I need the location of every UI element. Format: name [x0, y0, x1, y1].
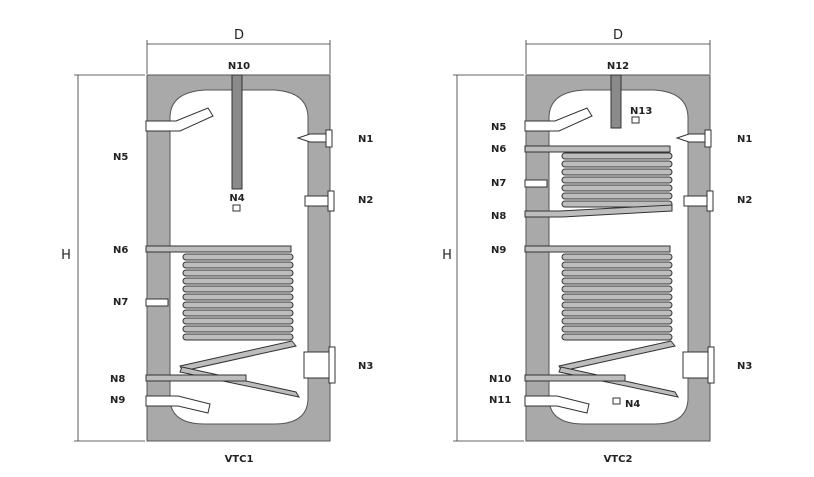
label-n9: N9 — [491, 245, 506, 256]
sensor-n13 — [631, 116, 640, 124]
pipe-n7 — [145, 298, 169, 307]
label-n2: N2 — [358, 195, 373, 206]
label-n8: N8 — [491, 211, 506, 222]
pipe-n3 — [682, 351, 710, 379]
pipe-n7 — [524, 179, 548, 188]
flange-n3 — [328, 346, 336, 384]
label-n7: N7 — [113, 297, 128, 308]
pipe-n2 — [304, 195, 330, 207]
lower-coil-outlet-n10 — [524, 374, 626, 382]
dimension-d: D — [146, 28, 331, 74]
dimension-h: H — [61, 74, 145, 442]
tank-name-vtc2: VTC2 — [604, 454, 633, 465]
label-n4: N4 — [625, 399, 640, 410]
label-n1: N1 — [358, 134, 373, 145]
sensor-n4 — [232, 204, 241, 212]
label-n11: N11 — [489, 395, 511, 406]
label-n10: N10 — [489, 374, 511, 385]
upper-coil-inlet-n6 — [524, 145, 671, 153]
sensor-n4 — [612, 397, 621, 405]
label-n3: N3 — [737, 361, 752, 372]
label-n4: N4 — [229, 193, 244, 204]
coil-inlet-n6 — [145, 245, 292, 253]
flange-n2 — [327, 190, 335, 212]
lower-coil-inlet-n9 — [524, 245, 671, 253]
label-n10: N10 — [228, 61, 250, 72]
pipe-n5 — [145, 107, 214, 132]
dimension-d: D — [525, 28, 711, 74]
pipe-n2 — [683, 195, 709, 207]
flange-n2 — [706, 190, 714, 212]
label-n5: N5 — [491, 122, 506, 133]
label-n13: N13 — [630, 106, 652, 117]
heat-coil — [179, 253, 301, 398]
upper-coil-outlet-n8 — [524, 204, 673, 218]
tank-name-vtc1: VTC1 — [225, 454, 254, 465]
pipe-n9 — [145, 395, 211, 414]
label-n6: N6 — [491, 144, 506, 155]
flange-n1 — [325, 129, 333, 148]
label-n12: N12 — [607, 61, 629, 72]
dim-d-label: D — [613, 28, 623, 43]
dim-h-label: H — [442, 248, 452, 263]
anode-rod — [231, 74, 243, 190]
pipe-n5 — [524, 107, 593, 132]
label-n7: N7 — [491, 178, 506, 189]
dim-d-label: D — [234, 28, 244, 43]
flange-n3 — [707, 346, 715, 384]
coil-outlet-n8 — [145, 374, 247, 382]
label-n5: N5 — [113, 152, 128, 163]
tank-vtc1: D H — [61, 28, 373, 465]
pipe-n3 — [303, 351, 331, 379]
upper-heat-coil — [561, 152, 673, 208]
pipe-n11 — [524, 395, 590, 414]
label-n2: N2 — [737, 195, 752, 206]
tank-vtc2: D H — [442, 28, 752, 465]
label-n9: N9 — [110, 395, 125, 406]
dim-h-label: H — [61, 248, 71, 263]
label-n1: N1 — [737, 134, 752, 145]
label-n8: N8 — [110, 374, 125, 385]
label-n3: N3 — [358, 361, 373, 372]
anode-rod — [610, 74, 622, 129]
label-n6: N6 — [113, 245, 128, 256]
dimension-h: H — [442, 74, 524, 442]
flange-n1 — [704, 129, 712, 148]
